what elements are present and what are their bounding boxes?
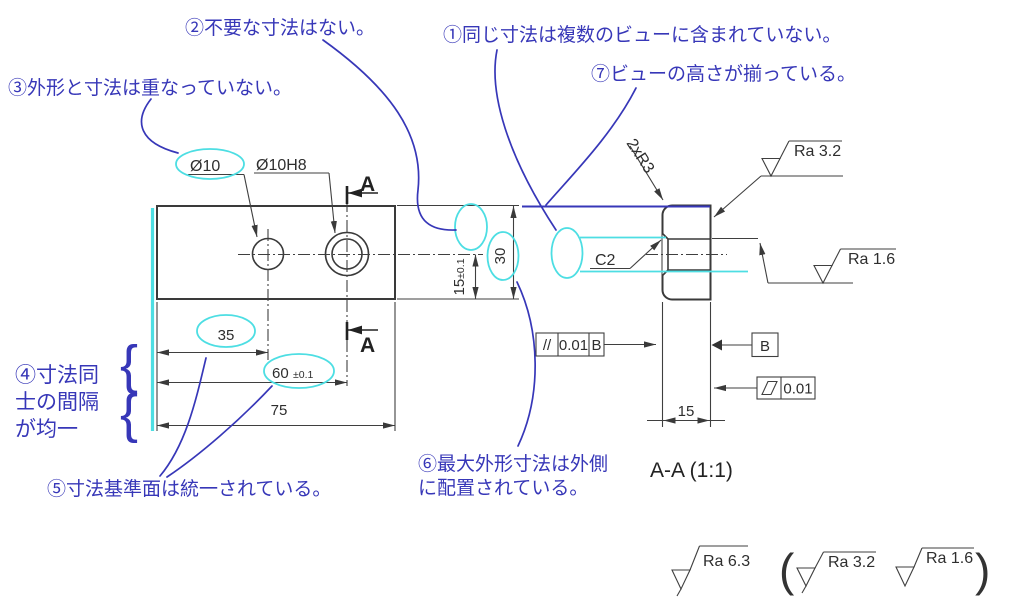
general-roughness-note: Ra 6.3 ( Ra 3.2 Ra 1.6 ) (671, 544, 990, 597)
highlight-ellipse-30 (486, 231, 520, 281)
surface-roughness-icon (761, 140, 842, 178)
section-arrow-bottom: A (345, 322, 378, 357)
flatness-value: 0.01 (783, 381, 812, 398)
ra-top-callout: Ra 3.2 (713, 140, 843, 218)
parallelism-datum: B (591, 337, 601, 354)
highlight-ellipse-hole1 (175, 148, 245, 180)
dim-60-tol: ±0.1 (293, 369, 314, 381)
cyan-highlights (150, 148, 748, 431)
hole2-callout: Ø10H8 (254, 157, 337, 234)
parallelism-symbol-icon: // (543, 337, 552, 354)
note-6-line2: に配置されている。 (418, 478, 588, 499)
leader-note6 (516, 281, 536, 447)
brace-icon: { (120, 335, 138, 395)
cut-label-top: A (360, 173, 375, 196)
highlight-ellipse-35 (196, 314, 256, 348)
hole1-callout: Ø10 (188, 158, 258, 238)
chamfer-label: C2 (595, 252, 616, 269)
section-arrow-top: A (345, 173, 378, 204)
ra-top-label: Ra 3.2 (794, 143, 841, 160)
dim-75: 75 (157, 402, 395, 429)
parallelism-frame: // 0.01 B (535, 332, 656, 357)
dim-15-width-text: 15 (678, 403, 695, 420)
dim-75-text: 75 (271, 402, 288, 419)
datum-label: B (760, 338, 770, 355)
section-title: A-A (1:1) (650, 459, 733, 482)
dim-30-text: 30 (492, 248, 509, 265)
note-4-line3: が均一 (15, 418, 78, 441)
note-2: ②不要な寸法はない。 (185, 17, 375, 39)
leader-note7 (545, 87, 637, 206)
surface-roughness-icon (671, 545, 748, 597)
leader-note5b (166, 385, 273, 478)
dim-15-width: 15 (647, 403, 725, 424)
dim-15v-text: 15±0.1 (451, 258, 468, 295)
dim-15v: 15±0.1 (451, 254, 479, 299)
front-view: A A Ø10 Ø10H8 35 60 ±0.1 (156, 157, 519, 431)
highlight-ellipse-60 (263, 353, 335, 389)
leader-note1 (494, 49, 557, 231)
flatness-frame: 0.01 (714, 376, 816, 400)
hole2-label: Ø10H8 (256, 157, 307, 174)
dim-60: 60 ±0.1 (157, 365, 347, 386)
paren-close: ) (975, 544, 990, 596)
flatness-symbol-icon (761, 380, 778, 396)
surface-roughness-icon (796, 551, 876, 594)
note-4-line1: ④寸法同 (15, 364, 99, 387)
ra-hole-label: Ra 1.6 (848, 251, 895, 268)
radius-label: 2xR3 (623, 136, 658, 177)
hole1-label: Ø10 (190, 158, 220, 175)
leader-note3 (140, 98, 179, 154)
note-7: ⑦ビューの高さが揃っている。 (591, 63, 856, 85)
highlight-ellipse-gap (454, 203, 488, 251)
paren-open: ( (779, 544, 795, 596)
note-4-line2: 士の間隔 (15, 391, 99, 414)
cut-label-bottom: A (360, 334, 375, 357)
note-3: ③外形と寸法は重なっていない。 (8, 77, 292, 99)
datum-b: B (711, 332, 779, 358)
parallelism-value: 0.01 (559, 337, 588, 354)
surface-roughness-icon (813, 248, 896, 285)
dim-30: 30 (492, 206, 517, 299)
note-5: ⑤寸法基準面は統一されている。 (47, 478, 331, 500)
note-6-line1: ⑥最大外形寸法は外側 (418, 453, 608, 475)
surface-roughness-icon (895, 547, 974, 588)
roughness-general: Ra 6.3 (703, 553, 750, 570)
leader-note2 (322, 39, 457, 231)
highlight-ellipse-between-views (550, 227, 584, 279)
annotations: ①同じ寸法は複数のビューに含まれていない。 ②不要な寸法はない。 ③外形と寸法は… (8, 17, 856, 500)
dim-35-text: 35 (218, 327, 235, 344)
roughness-alt2: Ra 1.6 (926, 550, 973, 567)
dim-35: 35 (157, 327, 268, 356)
leader-note5a (159, 357, 207, 477)
section-view: 2xR3 C2 Ra 3.2 (535, 136, 896, 482)
front-part-outline (156, 205, 396, 300)
brace-icon: { (120, 384, 138, 444)
radius-callout: 2xR3 (623, 136, 664, 201)
datum-triangle-icon (711, 339, 722, 351)
note-1: ①同じ寸法は複数のビューに含まれていない。 (443, 24, 841, 46)
roughness-alt1: Ra 3.2 (828, 554, 875, 571)
chamfer-callout: C2 (590, 239, 662, 270)
ra-hole-callout: Ra 1.6 (712, 237, 896, 285)
dim-60-text: 60 (272, 365, 289, 382)
